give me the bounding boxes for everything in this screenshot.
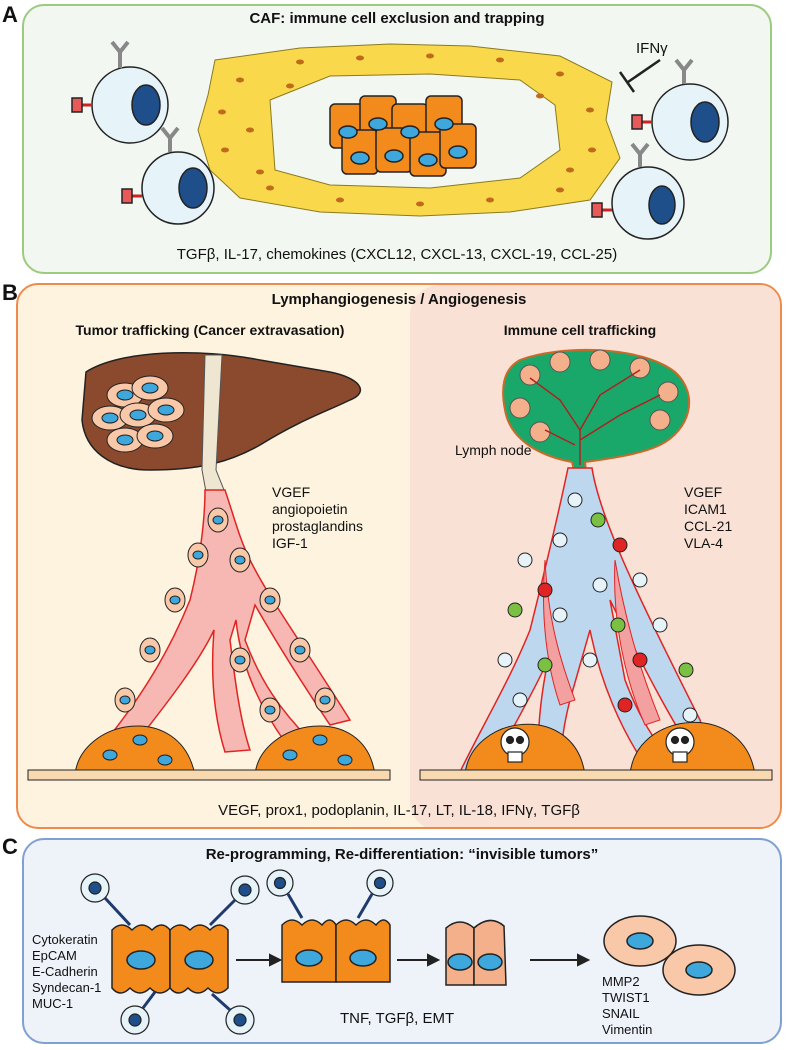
epithelium-left bbox=[27, 769, 391, 781]
primary-tumors-left bbox=[74, 725, 376, 776]
panel-b-letter: B bbox=[2, 280, 18, 305]
lymph-node-label: Lymph node bbox=[455, 442, 532, 458]
panel-b-left-title: Tumor trafficking (Cancer extravasation) bbox=[75, 322, 345, 338]
left-factor-1: VGEF bbox=[272, 484, 311, 500]
epithelial-marker-3: E-Cadherin bbox=[32, 964, 98, 979]
ifn-inhibition-arrow bbox=[618, 58, 661, 93]
right-factors-list: VGEF ICAM1 CCL-21 VLA-4 bbox=[684, 484, 732, 552]
mesenchymal-cells-stage4 bbox=[603, 915, 736, 996]
mesenchymal-marker-3: SNAIL bbox=[602, 1006, 640, 1021]
mesenchymal-markers-list: MMP2 TWIST1 SNAIL Vimentin bbox=[602, 974, 652, 1038]
immune-cells-right bbox=[497, 492, 698, 723]
left-factor-4: IGF-1 bbox=[272, 535, 308, 551]
immune-cells-stage1 bbox=[80, 873, 260, 1035]
caf-ring bbox=[197, 43, 621, 217]
epithelial-cells-stage1 bbox=[111, 924, 229, 994]
left-factor-2: angiopoietin bbox=[272, 501, 348, 517]
epithelial-marker-2: EpCAM bbox=[32, 948, 77, 963]
epithelial-markers-list: Cytokeratin EpCAM E-Cadherin Syndecan-1 … bbox=[32, 932, 101, 1012]
epithelium-right bbox=[419, 769, 773, 781]
panel-c-footer: TNF, TGFβ, EMT bbox=[340, 1010, 455, 1027]
caf-nuclei bbox=[218, 53, 596, 207]
immune-cells-stage2 bbox=[266, 869, 394, 919]
vessel-tumor-cells-left bbox=[114, 507, 336, 723]
lymph-node-follicles bbox=[509, 349, 679, 443]
epithelial-marker-5: MUC-1 bbox=[32, 996, 74, 1011]
panel-b-footer: VEGF, prox1, podoplanin, IL-17, LT, IL-1… bbox=[218, 802, 580, 819]
arrow-icon bbox=[530, 953, 591, 967]
epithelial-cells-stage2 bbox=[281, 919, 391, 983]
panel-a-title: CAF: immune cell exclusion and trapping bbox=[249, 10, 545, 27]
tumor-cluster-a bbox=[329, 95, 477, 177]
panel-c-letter: C bbox=[2, 834, 18, 859]
arrow-icon bbox=[236, 953, 283, 967]
panel-b-title: Lymphangiogenesis / Angiogenesis bbox=[271, 291, 527, 308]
immune-cells-a bbox=[71, 40, 729, 240]
right-factor-2: ICAM1 bbox=[684, 501, 727, 517]
panel-a-letter: A bbox=[2, 2, 18, 27]
epithelial-marker-1: Cytokeratin bbox=[32, 932, 98, 947]
panel-b-right-title: Immune cell trafficking bbox=[503, 322, 657, 338]
ifn-gamma-label: IFNγ bbox=[636, 40, 668, 57]
mesenchymal-marker-1: MMP2 bbox=[602, 974, 640, 989]
left-factor-3: prostaglandins bbox=[272, 518, 364, 534]
right-factor-3: CCL-21 bbox=[684, 518, 733, 534]
panel-c-title: Re-programming, Re-differentiation: “inv… bbox=[205, 846, 599, 863]
mesenchymal-like-cells-stage3 bbox=[445, 919, 507, 986]
right-factor-1: VGEF bbox=[684, 484, 723, 500]
skull-icon bbox=[500, 727, 695, 763]
lymph-node-vessels bbox=[529, 369, 661, 465]
mesenchymal-marker-4: Vimentin bbox=[602, 1022, 653, 1037]
panel-a-footer: TGFβ, IL-17, chemokines (CXCL12, CXCL-13… bbox=[176, 246, 618, 263]
arrow-icon bbox=[397, 953, 441, 967]
mesenchymal-marker-2: TWIST1 bbox=[602, 990, 650, 1005]
liver-tumor-cells bbox=[91, 375, 185, 453]
epithelial-marker-4: Syndecan-1 bbox=[32, 980, 102, 995]
left-factors-list: VGEF angiopoietin prostaglandins IGF-1 bbox=[272, 484, 363, 552]
right-factor-4: VLA-4 bbox=[684, 535, 723, 551]
lymph-node bbox=[502, 348, 691, 471]
